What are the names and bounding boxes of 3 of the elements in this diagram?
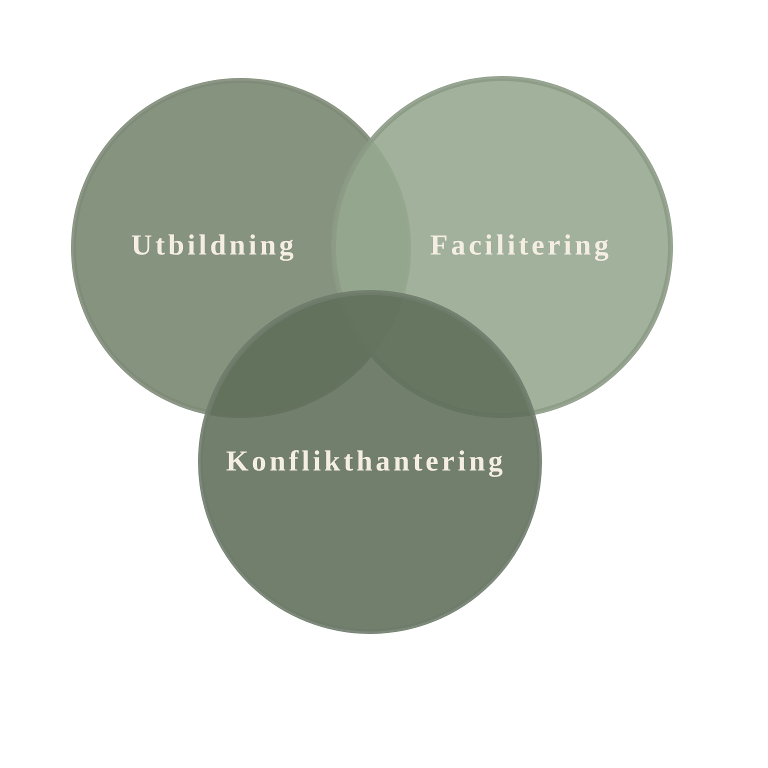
circle-label: Konflikthantering	[226, 448, 506, 476]
circle-label: Utbildning	[131, 232, 297, 260]
circle-label: Facilitering	[430, 232, 612, 260]
